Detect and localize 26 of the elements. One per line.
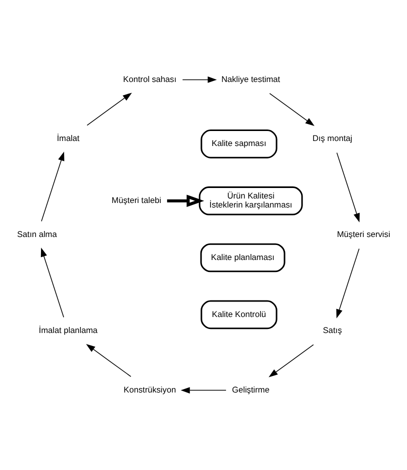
node-text: Konstrüksiyon (124, 384, 176, 394)
arrow (167, 194, 204, 207)
node-text: Satın alma (17, 229, 57, 240)
arrow (269, 93, 314, 126)
arrow (268, 344, 314, 378)
arrow (336, 248, 360, 318)
node-box: Kalite sapması (200, 130, 278, 158)
node-box: Ürün Kalitesi İsteklerin karşılanması (198, 186, 303, 216)
node-text: Müşteri talebi (112, 194, 162, 205)
arrow (180, 387, 226, 394)
node-text: Satış (322, 325, 342, 336)
arrow (86, 92, 132, 126)
node-box: Kalite planlaması (200, 243, 286, 272)
arrow (40, 248, 64, 318)
arrow (41, 152, 64, 222)
node-text: Dış montaj (312, 133, 352, 144)
node-text: Müşteri servisi (336, 229, 390, 240)
arrow (336, 152, 360, 222)
node-text: İmalat planlama (38, 325, 98, 336)
arrow (182, 76, 217, 83)
node-text: İmalat (56, 133, 80, 144)
node-text: Geliştirme (232, 384, 270, 394)
node-text: Kontrol sahası (123, 74, 176, 84)
arrow (86, 344, 132, 377)
node-text: Nakliye testimat (221, 74, 280, 84)
node-box: Kalite Kontrolü (200, 300, 278, 330)
